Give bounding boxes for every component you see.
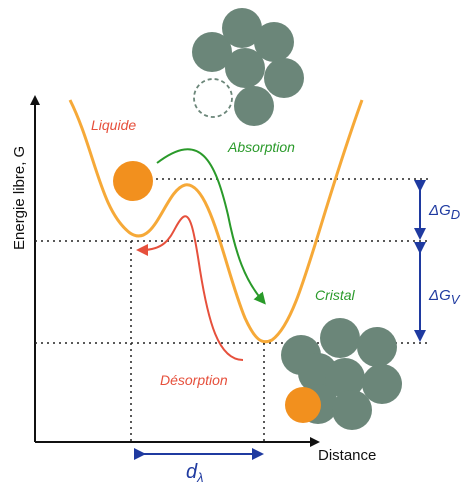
energy-curve xyxy=(68,99,364,344)
x-axis-label: Distance xyxy=(318,447,376,464)
cluster-sphere xyxy=(254,22,294,62)
liquid-particle xyxy=(113,161,153,201)
cluster-sphere xyxy=(320,318,360,358)
d-lambda-label: dλ xyxy=(186,461,204,485)
y-axis-label: Energie libre, G xyxy=(11,146,28,250)
cluster-vacancy xyxy=(193,78,233,118)
liquide-label: Liquide xyxy=(91,117,136,133)
cluster-sphere xyxy=(264,58,304,98)
desorption-label: Désorption xyxy=(160,372,228,388)
liquid-cluster xyxy=(192,8,304,126)
desorption-arrow xyxy=(136,215,244,361)
absorption-arrow xyxy=(156,148,266,305)
cristal-label: Cristal xyxy=(315,287,356,303)
absorption-label: Absorption xyxy=(227,139,295,155)
cluster-sphere xyxy=(357,327,397,367)
cluster-sphere xyxy=(234,86,274,126)
cluster-sphere xyxy=(192,32,232,72)
crystal-cluster xyxy=(281,318,402,430)
cluster-sphere xyxy=(362,364,402,404)
crystal-particle xyxy=(285,387,321,423)
cluster-sphere xyxy=(225,48,265,88)
cluster-sphere xyxy=(222,8,262,48)
delta-gd-label: ΔGD xyxy=(428,202,460,222)
cluster-sphere xyxy=(332,390,372,430)
cluster-sphere xyxy=(325,358,365,398)
delta-gv-label: ΔGV xyxy=(428,287,461,307)
